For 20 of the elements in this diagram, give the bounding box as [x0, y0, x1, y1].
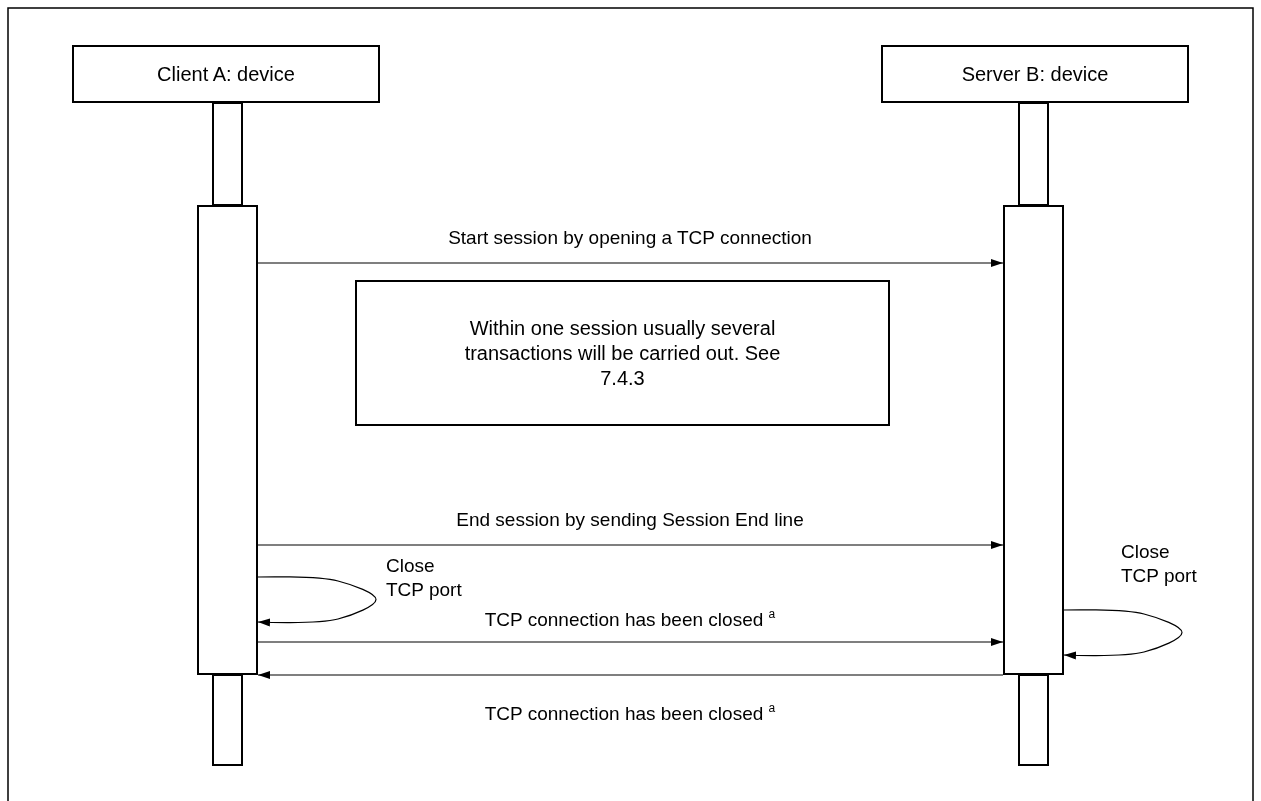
message-arrow [257, 671, 1004, 679]
self-message-arrow [257, 576, 377, 627]
participant-name: Server B: device [961, 61, 1109, 87]
message-label: Close TCP port [386, 554, 463, 602]
participant-box [355, 280, 890, 426]
message-label: End session by sending Session End line [456, 508, 804, 532]
participant-name: Client A: device [157, 61, 295, 87]
message-arrow [257, 259, 1004, 267]
message-arrow [257, 638, 1004, 646]
message-label: Start session by opening a TCP connection [448, 226, 812, 250]
message-label: TCP connection has been closed $^{a}$ [484, 608, 776, 632]
message-label: TCP connection has been closed $^{a}$ [484, 702, 776, 726]
message-label: Close TCP port [1121, 540, 1198, 588]
message-arrow [257, 541, 1004, 549]
note-text: Within one session usually several transactions will be carried out. See 7.4.3 [463, 315, 782, 391]
activation-bar [197, 205, 258, 675]
self-message-arrow [1063, 609, 1183, 660]
participant-box [72, 45, 380, 103]
participant-box [881, 45, 1189, 103]
activation-bar [1003, 205, 1064, 675]
